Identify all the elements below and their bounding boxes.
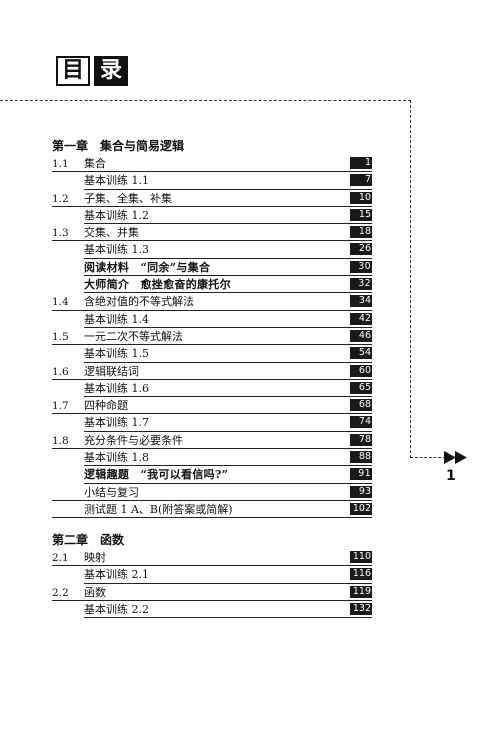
entry-title: 阅读材料 “同余”与集合	[84, 260, 211, 274]
entry-number: 1.1	[52, 158, 69, 170]
entry-title: 函数	[84, 585, 106, 599]
entry-title: 基本训练 1.2	[84, 208, 149, 222]
entry-title: 逻辑趣题 “我可以看信吗?”	[84, 468, 229, 482]
entry-page-badge: 132	[350, 602, 372, 615]
toc-entry[interactable]: 1.8 充分条件与必要条件 78	[52, 432, 372, 450]
entry-title: 四种命题	[84, 399, 128, 413]
entry-title: 基本训练 2.2	[84, 602, 149, 616]
entry-title: 基本训练 1.8	[84, 451, 149, 465]
entry-title: 基本训练 1.7	[84, 416, 149, 430]
entry-page-badge: 32	[350, 278, 372, 291]
toc-entry[interactable]: 1.4 含绝对值的不等式解法 34	[52, 293, 372, 311]
entry-page-badge: 78	[350, 433, 372, 446]
toc-entry[interactable]: 测试题 1 A、B(附答案或简解) 102	[52, 501, 372, 519]
double-arrow-right-icon	[444, 451, 467, 464]
toc-entry[interactable]: 基本训练 1.1 7	[84, 172, 372, 190]
toc-entry[interactable]: 1.6 逻辑联结词 60	[52, 363, 372, 380]
entry-number: 1.4	[52, 296, 69, 309]
page-number: 1	[446, 468, 456, 484]
toc-entry[interactable]: 基本训练 1.8 88	[84, 449, 372, 467]
entry-title: 基本训练 1.1	[84, 174, 149, 188]
entry-number: 1.5	[52, 330, 69, 343]
toc-entry[interactable]: 基本训练 2.2 132	[84, 601, 372, 619]
entry-title: 充分条件与必要条件	[84, 433, 183, 447]
toc-entry[interactable]: 逻辑趣题 “我可以看信吗?” 91	[84, 466, 372, 484]
entry-number: 1.3	[52, 227, 69, 240]
entry-title: 大师简介 愈挫愈奋的康托尔	[84, 278, 231, 292]
toc-entry[interactable]: 1.1 集合 1	[52, 155, 372, 173]
entry-page-badge: 15	[350, 208, 372, 221]
toc-entry[interactable]: 1.5 一元二次不等式解法 46	[52, 328, 372, 346]
entry-page-badge: 116	[350, 568, 372, 581]
entry-page-badge: 110	[350, 551, 372, 563]
entry-title: 基本训练 2.1	[84, 568, 149, 582]
toc-entry[interactable]: 基本训练 1.7 74	[84, 414, 372, 432]
entry-title: 一元二次不等式解法	[84, 329, 183, 343]
entry-page-badge: 7	[350, 174, 372, 187]
entry-page-badge: 119	[350, 585, 372, 598]
entry-title: 基本训练 1.4	[84, 312, 149, 326]
toc-entry[interactable]: 1.2 子集、全集、补集 10	[52, 190, 372, 207]
entry-number: 2.2	[52, 586, 69, 599]
entry-page-badge: 34	[350, 295, 372, 308]
toc-entry[interactable]: 基本训练 1.3 26	[84, 241, 372, 259]
chapter-heading: 第二章 函数	[52, 533, 125, 547]
entry-page-badge: 46	[350, 329, 372, 342]
entry-page-badge: 1	[350, 157, 372, 169]
toc-entry[interactable]: 1.3 交集、并集 18	[52, 224, 372, 242]
entry-number: 1.8	[52, 434, 69, 447]
toc-entry[interactable]: 基本训练 1.5 54	[84, 345, 372, 363]
entry-title: 交集、并集	[84, 226, 139, 240]
entry-title: 集合	[84, 157, 106, 170]
entry-page-badge: 74	[350, 416, 372, 429]
entry-number: 1.6	[52, 365, 69, 378]
toc-entry[interactable]: 基本训练 1.2 15	[84, 207, 372, 225]
entry-number: 1.2	[52, 192, 69, 205]
toc-entry[interactable]: 2.1 映射 110	[52, 549, 372, 567]
entry-page-badge: 60	[350, 364, 372, 377]
entry-title: 子集、全集、补集	[84, 191, 172, 205]
entry-page-badge: 91	[350, 468, 372, 481]
entry-title: 测试题 1 A、B(附答案或简解)	[84, 502, 233, 516]
entry-page-badge: 88	[350, 451, 372, 464]
entry-title: 基本训练 1.5	[84, 347, 149, 361]
title-char-lu: 录	[94, 56, 128, 86]
dashed-frame-right	[410, 100, 411, 458]
toc-entry[interactable]: 基本训练 2.1 116	[84, 566, 372, 584]
entry-title: 映射	[84, 551, 106, 564]
chapter-heading: 第一章 集合与简易逻辑	[52, 139, 185, 153]
entry-page-badge: 54	[350, 347, 372, 360]
entry-page-badge: 10	[350, 191, 372, 204]
entry-page-badge: 30	[350, 260, 372, 273]
entry-title: 小结与复习	[84, 485, 139, 499]
entry-page-badge: 18	[350, 226, 372, 239]
toc-entry[interactable]: 1.7 四种命题 68	[52, 397, 372, 415]
dashed-frame-top	[0, 100, 411, 101]
entry-number: 2.1	[52, 552, 69, 564]
entry-page-badge: 102	[350, 502, 372, 515]
dashed-frame-bottom	[410, 457, 446, 458]
toc-entry[interactable]: 大师简介 愈挫愈奋的康托尔 32	[84, 276, 372, 294]
entry-title: 逻辑联结词	[84, 364, 139, 378]
toc-entry[interactable]: 阅读材料 “同余”与集合 30	[84, 259, 372, 277]
entry-page-badge: 65	[350, 381, 372, 394]
entry-page-badge: 42	[350, 312, 372, 325]
entry-title: 基本训练 1.3	[84, 243, 149, 257]
entry-page-badge: 26	[350, 243, 372, 256]
toc-entry[interactable]: 2.2 函数 119	[52, 584, 372, 601]
entry-title: 基本训练 1.6	[84, 381, 149, 395]
toc-entry[interactable]: 基本训练 1.6 65	[84, 380, 372, 398]
toc-entry[interactable]: 基本训练 1.4 42	[84, 311, 372, 328]
title-char-mu: 目	[56, 56, 90, 86]
entry-page-badge: 93	[350, 485, 372, 498]
entry-number: 1.7	[52, 400, 69, 413]
entry-page-badge: 68	[350, 399, 372, 412]
entry-title: 含绝对值的不等式解法	[84, 295, 194, 309]
toc-entry[interactable]: 小结与复习 93	[52, 484, 372, 501]
